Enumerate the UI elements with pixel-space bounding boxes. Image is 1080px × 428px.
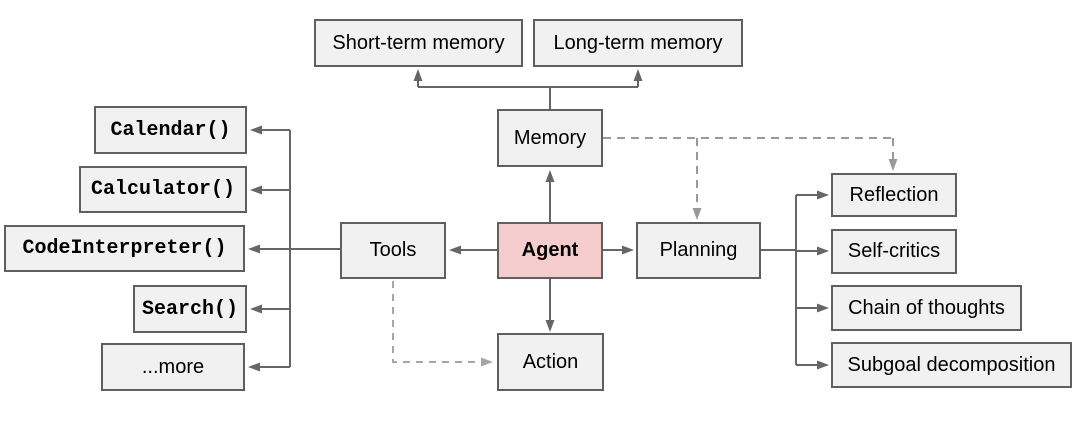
node-calculator: Calculator(): [79, 166, 247, 213]
arrowhead-subgoal-icon: [817, 360, 829, 370]
edge-memory-fork: [417, 80, 639, 109]
arrowhead-code-interpreter-icon: [248, 244, 260, 254]
node-self-critics: Self-critics: [831, 229, 957, 274]
arrowhead-planning-dashed-icon: [692, 208, 702, 220]
node-action: Action: [497, 333, 604, 391]
node-agent: Agent: [497, 222, 603, 279]
edge-memory-planning-reflection-dashed: [603, 137, 894, 208]
arrowhead-calendar-icon: [250, 125, 262, 135]
node-memory: Memory: [497, 109, 603, 167]
arrowhead-reflection-icon: [817, 190, 829, 200]
arrowhead-calculator-icon: [250, 185, 262, 195]
arrowhead-tools-icon: [449, 245, 461, 255]
edge-tools-spine: [260, 129, 340, 368]
arrowhead-short-term-memory-icon: [413, 69, 423, 81]
node-tools: Tools: [340, 222, 446, 279]
arrowhead-reflection-dashed-icon: [888, 159, 898, 171]
arrowhead-action-dashed-icon: [481, 357, 493, 367]
arrowhead-action-icon: [545, 320, 555, 332]
edge-planning-spine: [761, 194, 817, 366]
arrowhead-memory-icon: [545, 170, 555, 182]
node-short-term-memory: Short-term memory: [314, 19, 523, 67]
arrowhead-long-term-memory-icon: [633, 69, 643, 81]
node-more: ...more: [101, 343, 245, 391]
edge-tools-action-dashed: [392, 281, 481, 363]
node-code-interpreter: CodeInterpreter(): [4, 225, 245, 272]
node-reflection: Reflection: [831, 173, 957, 217]
arrowhead-self-critics-icon: [817, 246, 829, 256]
node-calendar: Calendar(): [94, 106, 247, 154]
arrowhead-planning-icon: [622, 245, 634, 255]
arrowhead-more-icon: [248, 362, 260, 372]
node-subgoal-decomposition: Subgoal decomposition: [831, 342, 1072, 388]
node-search: Search(): [133, 285, 247, 333]
node-long-term-memory: Long-term memory: [533, 19, 743, 67]
arrowhead-chain-of-thoughts-icon: [817, 303, 829, 313]
node-planning: Planning: [636, 222, 761, 279]
node-chain-of-thoughts: Chain of thoughts: [831, 285, 1022, 331]
arrowhead-search-icon: [250, 304, 262, 314]
